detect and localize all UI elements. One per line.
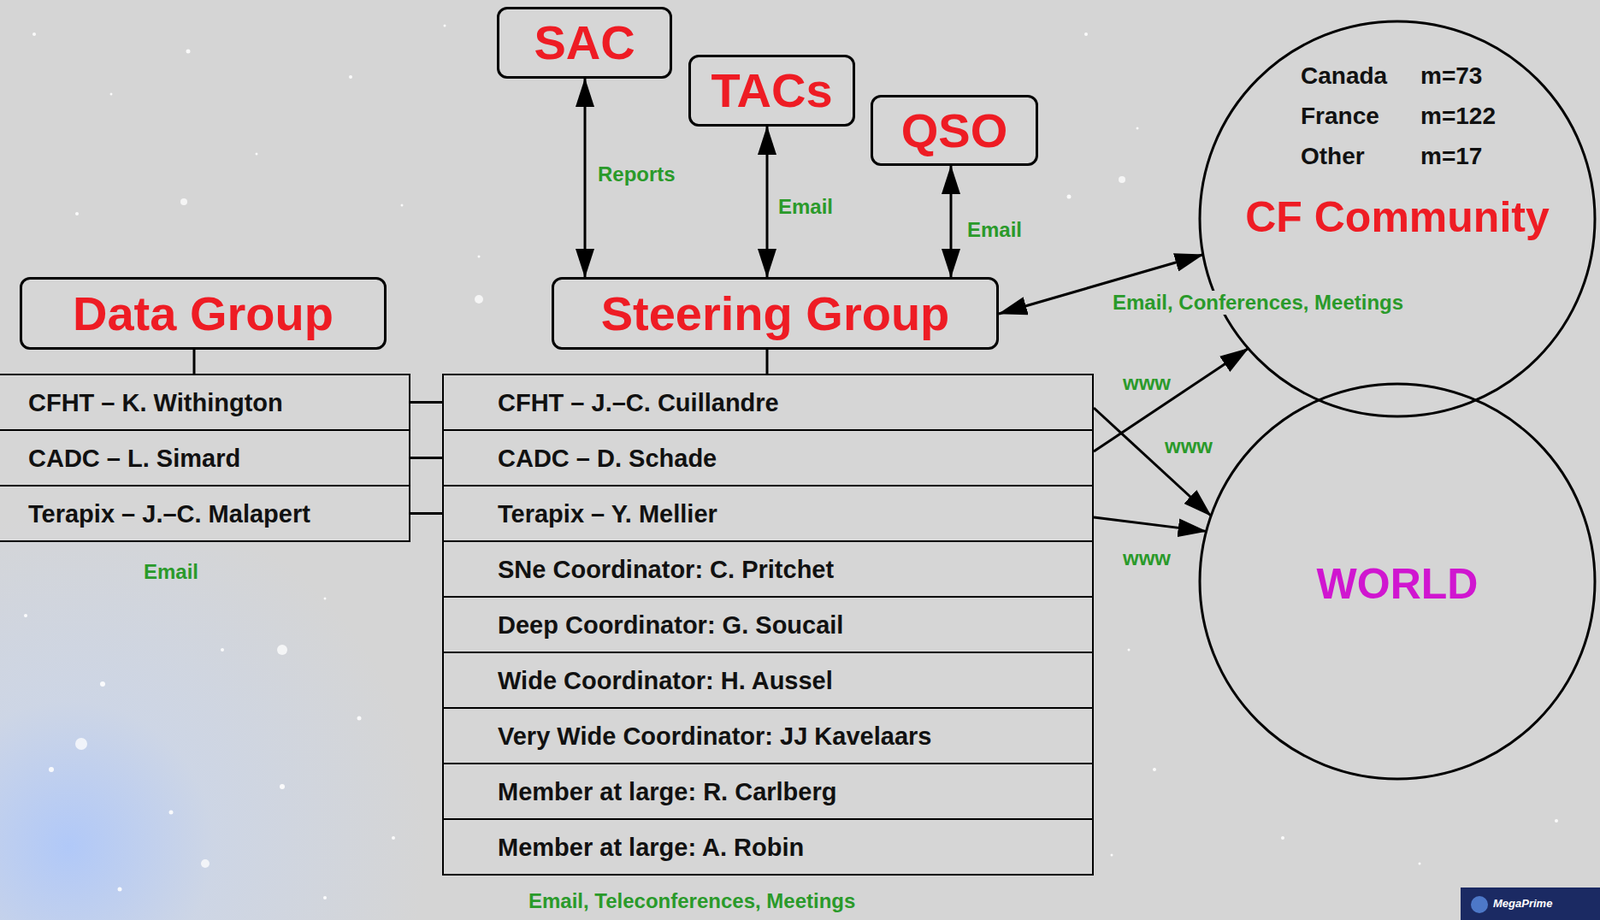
member-name: CFHT – J.–C. Cuillandre [497,388,780,418]
circle-text: CF Community [1198,193,1597,242]
edge-label: www [1122,371,1171,396]
member-row: SNe Coordinator: C. Pritchet [442,540,1094,598]
box-title: Data Group [72,286,334,342]
member-row: CFHT – K. Withington [0,373,411,431]
member-row: Very Wide Coordinator: JJ Kavelaars [442,707,1094,765]
edge-label: Reports [597,162,676,187]
member-name: Wide Coordinator: H. Aussel [497,666,833,696]
member-name: CFHT – K. Withington [28,388,284,418]
community-circle: Canada m=73France m=122Other m=17 CF Communi… [1198,19,1597,419]
member-row: CFHT – J.–C. Cuillandre [442,373,1094,431]
edge-label: www [1164,434,1213,459]
box-title: SAC [533,15,635,71]
member-row: Wide Coordinator: H. Aussel [442,651,1094,709]
circle-text: m=122 [1420,102,1496,130]
link-line [193,349,196,374]
arrow-connector [1093,407,1211,516]
arrow-connector [766,126,769,278]
member-name: Member at large: R. Carlberg [497,777,837,807]
member-name: SNe Coordinator: C. Pritchet [497,554,834,585]
channel-note: Email [143,560,199,585]
member-row: Member at large: A. Robin [442,818,1094,876]
circle-text: m=17 [1420,142,1482,171]
circle-text: WORLD [1198,560,1597,609]
member-name: Terapix – J.–C. Malapert [28,499,311,529]
member-name: Deep Coordinator: G. Soucail [497,610,844,640]
arrow-connector [1093,517,1207,532]
committee-box: SAC [496,6,673,79]
link-line [766,349,769,374]
edge-label: Email [967,218,1022,243]
logo-mark [1470,896,1488,914]
box-title: QSO [901,103,1008,159]
member-row: Terapix – Y. Mellier [442,484,1094,543]
committee-box: QSO [870,94,1039,166]
member-name: Member at large: A. Robin [497,832,804,862]
edge-label: www [1122,546,1171,571]
member-row: CADC – D. Schade [442,429,1094,487]
link-line [410,401,443,404]
edge-label: Email [778,194,833,219]
committee-box: TACs [688,54,856,127]
arrow-connector [950,165,953,278]
circle-text: Canada [1300,62,1388,90]
group-box: Data Group [19,277,387,350]
member-row: Member at large: R. Carlberg [442,762,1094,821]
world-circle: WORLD [1198,382,1597,781]
member-row: Terapix – J.–C. Malapert [0,484,411,543]
logo-text: MegaPrime [1493,897,1553,911]
member-row: Deep Coordinator: G. Soucail [442,596,1094,654]
arrow-connector [584,78,587,278]
group-box: Steering Group [551,277,999,350]
member-row: CADC – L. Simard [0,429,411,487]
circle-text: Other [1300,142,1365,171]
circle-text: m=73 [1420,62,1482,90]
channel-note: Email, Teleconferences, Meetings [528,889,856,914]
member-name: Terapix – Y. Mellier [497,499,718,529]
link-line [410,512,443,515]
member-name: CADC – L. Simard [28,443,241,473]
link-line [410,456,443,460]
logo-plate [1460,887,1600,920]
box-title: Steering Group [601,286,951,342]
member-name: Very Wide Coordinator: JJ Kavelaars [497,721,932,751]
box-title: TACs [710,63,833,119]
circle-text: France [1300,102,1380,130]
member-name: CADC – D. Schade [497,443,717,473]
edge-label: Email, Conferences, Meetings [1109,290,1406,315]
